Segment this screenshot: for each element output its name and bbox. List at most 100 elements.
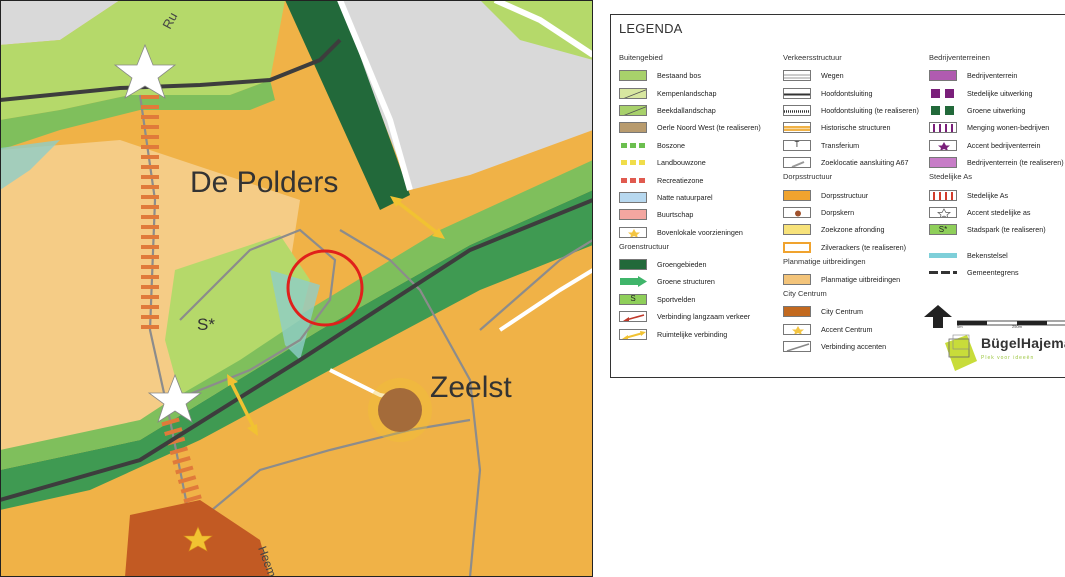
spatial-connection-arrow-top[interactable] [390,196,445,239]
legend-heading: Planmatige uitbreidingen [783,256,866,266]
city-centrum-swatch-icon [783,306,811,318]
verbinding-accenten-swatch-icon [783,341,811,353]
grey-urban-area [0,0,120,45]
legend-item-label: Natte natuurparel [657,192,713,202]
map-panel[interactable]: De Polders Zeelst S* Ru Heem [0,0,593,577]
legend-item: S Sportvelden [619,291,761,308]
legend-item: Planmatige uitbreidingen [783,271,919,288]
legend-item: Gemeentegrens [929,264,1064,281]
landbouwzone-swatch-icon [619,157,647,168]
legend-item: City Centrum [783,303,919,320]
legend-item: Zoekzone afronding [783,221,919,238]
legend-item: S* Stadspark (te realiseren) [929,221,1064,238]
recreatiezone-swatch-icon [619,175,647,186]
place-label-de-polders: De Polders [190,166,338,199]
scale-bar: 0m 250m 500 [956,315,1065,329]
boszone-swatch-icon [619,140,647,151]
zoeklocatie-aansluiting-a67-swatch-icon [783,157,811,169]
kempenlandschap-swatch-icon [619,87,647,99]
buurtschap-swatch-icon [619,209,647,221]
logo-name: BügelHajema [981,335,1065,351]
bedrijventerrein-te-realiseren-swatch-icon [929,157,957,169]
wegen-swatch-icon [783,70,811,82]
legend-item-label: Wegen [821,71,844,81]
legend-item-label: Gemeentegrens [967,268,1019,278]
legend-item: Bekenstelsel [929,247,1064,264]
legend-item: Menging wonen-bedrijven [929,119,1064,136]
legend-item: Bedrijventerrein [929,67,1064,84]
road-grey-2 [174,228,337,402]
natte-natuurparel-swatch-icon [619,191,647,203]
legend-item: Recreatiezone [619,171,761,188]
legend-item-label: Stedelijke uitwerking [967,88,1033,98]
legend-item-label: Sportvelden [657,294,696,304]
light-green-top-right [480,0,593,60]
legend-item: Buurtschap [619,206,761,223]
accent-bedrijventerrein-swatch-icon [929,139,957,151]
urban-axis-accent-star-mid[interactable] [147,373,203,423]
stadspark-te-realiseren-swatch-icon: S* [929,224,957,236]
dorpsstructuur-swatch-icon [783,189,811,201]
legend-item: Natte natuurparel [619,189,761,206]
accent-stedelijke-as-swatch-icon [929,206,957,218]
hoofdontsluiting-swatch-icon [783,87,811,99]
legend-item: Boszone [619,137,761,154]
spatial-connection-arrow-mid[interactable] [227,374,258,436]
green-area-dark [285,0,410,210]
road-label-top: Ru [159,10,180,32]
logo: BügelHajema Plek voor ideeën [941,333,1065,377]
legend-item-label: Hoofdontsluiting (te realiseren) [821,105,919,115]
scale-tick-0: 0m [957,324,963,329]
legend-item-label: Stedelijke As [967,190,1009,200]
urban-axis-accent-star-top[interactable] [113,43,177,99]
sportvelden-swatch-icon: S [619,293,647,305]
legend-item: Bedrijventerrein (te realiseren) [929,154,1064,171]
legend-item: Hoofdontsluiting [783,84,919,101]
legend-item-label: Dorpskern [821,207,855,217]
legend-item: Historische structuren [783,119,919,136]
logo-mark-icon [945,334,977,371]
legend-item-label: Menging wonen-bedrijven [967,123,1050,133]
legend-item-label: Groene structuren [657,277,715,287]
legend-item: Oerle Noord West (te realiseren) [619,119,761,136]
legend-item-label: Bedrijventerrein (te realiseren) [967,158,1064,168]
legend-heading [929,239,1064,247]
legend-item-label: Landbouwzone [657,158,706,168]
planmatige-uitbreidingen-swatch-icon [783,274,811,286]
legend-item-label: City Centrum [821,307,863,317]
hoofdontsluiting-te-realiseren-swatch-icon [783,104,811,116]
road-white-2 [498,268,593,332]
legend-item: Dorpskern [783,204,919,221]
transferium-swatch-icon: T [783,139,811,151]
legend-item: Accent Centrum [783,321,919,338]
stream-water [0,140,60,190]
bekenstelsel-swatch-icon [929,249,957,261]
map-canvas[interactable]: De Polders Zeelst S* Ru Heem [0,0,593,577]
legend-item-label: Stadspark (te realiseren) [967,225,1046,235]
centre-accent-star[interactable] [183,526,213,552]
legend-item-label: Beekdallandschap [657,105,716,115]
menging-wonen-bedrijven-swatch-icon [929,122,957,134]
legend-item: Zoeklocatie aansluiting A67 [783,154,919,171]
logo-tagline: Plek voor ideeën [981,355,1035,361]
highlight-circle[interactable] [286,249,364,327]
legend-item-label: Accent bedrijventerrein [967,140,1041,150]
dorpskern-swatch-icon [783,206,811,218]
legend-heading: Groenstructuur [619,241,670,251]
legend-item-label: Historische structuren [821,123,891,133]
place-label-zeelst: Zeelst [430,371,512,404]
accent-centrum-swatch-icon [783,323,811,335]
legend-item-label: Buurtschap [657,210,694,220]
legend-item: Accent stedelijke as [929,204,1064,221]
legend-item: Stedelijke uitwerking [929,84,1064,101]
legend-item: Verbinding accenten [783,338,919,355]
legend-item: Dorpsstructuur [783,186,919,203]
groene-uitwerking-swatch-icon [929,105,957,116]
legend-item-label: Kempenlandschap [657,88,717,98]
legend-item: Verbinding langzaam verkeer [619,308,761,325]
main-road-diagonal [0,198,593,502]
bestaand-bos-swatch-icon [619,70,647,82]
